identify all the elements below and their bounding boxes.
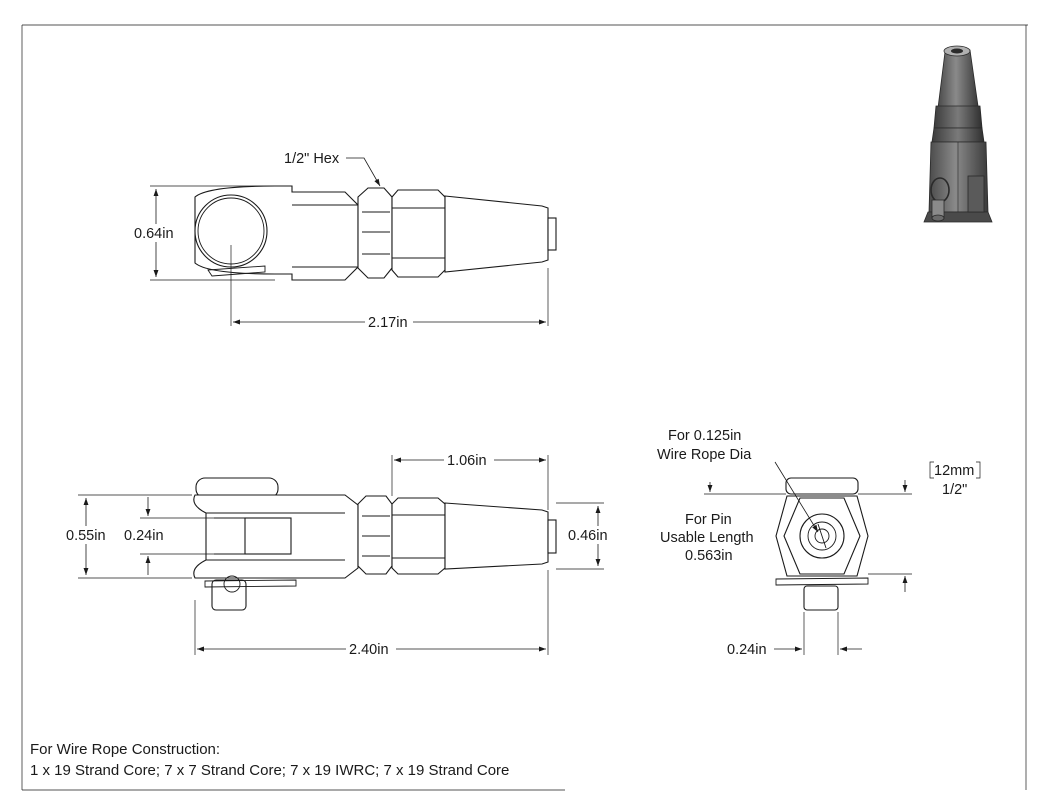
pin-width-dimension: 0.24in — [727, 642, 767, 658]
threaded-length-dimension: 1.06in — [447, 453, 487, 469]
top-view — [132, 157, 557, 332]
slot-width-dimension: 0.24in — [124, 528, 164, 544]
pin-label-line2: Usable Length — [660, 530, 754, 546]
wire-diameter-label-line2: Wire Rope Dia — [657, 447, 752, 463]
front-view — [64, 450, 616, 659]
pin-label-line3: 0.563in — [685, 548, 733, 564]
top-length-dimension: 2.17in — [368, 315, 408, 331]
top-height-dimension: 0.64in — [134, 226, 174, 242]
end-view — [704, 461, 981, 655]
front-height-dimension: 0.55in — [66, 528, 106, 544]
metric-size-label: 12mm — [934, 463, 974, 479]
hex-size-label: 1/2" Hex — [284, 151, 340, 167]
pin-label-line1: For Pin — [685, 512, 732, 528]
front-length-dimension: 2.40in — [349, 642, 389, 658]
construction-note-list: 1 x 19 Strand Core; 7 x 7 Strand Core; 7… — [30, 762, 509, 779]
construction-note-title: For Wire Rope Construction: — [30, 741, 220, 758]
imperial-size-label: 1/2" — [942, 482, 967, 498]
drawing-frame — [21, 24, 1028, 791]
isometric-render — [923, 45, 993, 223]
body-diameter-dimension: 0.46in — [568, 528, 608, 544]
wire-diameter-label-line1: For 0.125in — [668, 428, 741, 444]
